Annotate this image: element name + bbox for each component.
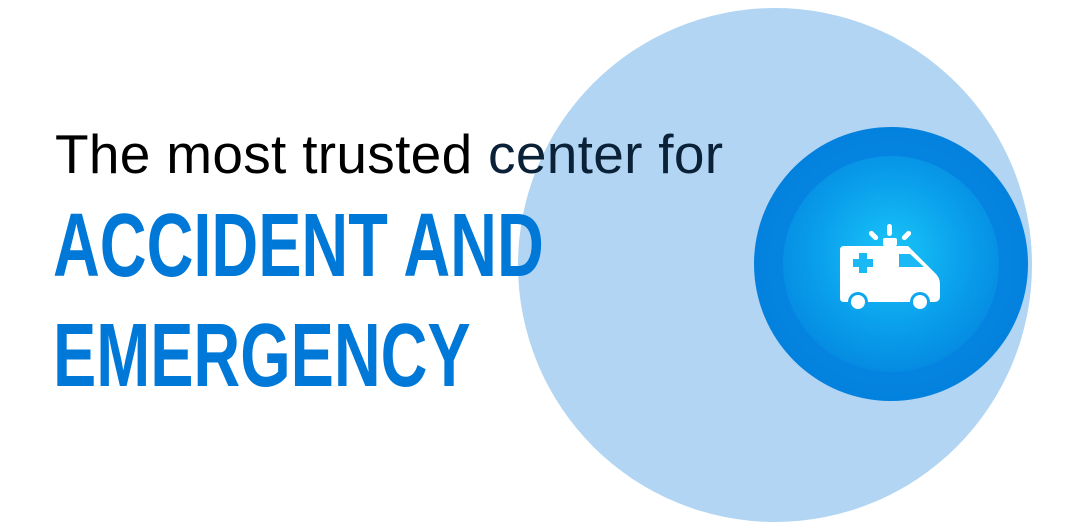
ambulance-icon [840, 224, 940, 310]
headline-line-2: EMERGENCY [53, 306, 471, 406]
tagline-part-2: center for [488, 123, 724, 185]
headline-line-1: ACCIDENT AND [53, 196, 544, 296]
tagline-part-1: The most trusted [55, 123, 489, 185]
tagline: The most trusted center for [55, 124, 723, 184]
